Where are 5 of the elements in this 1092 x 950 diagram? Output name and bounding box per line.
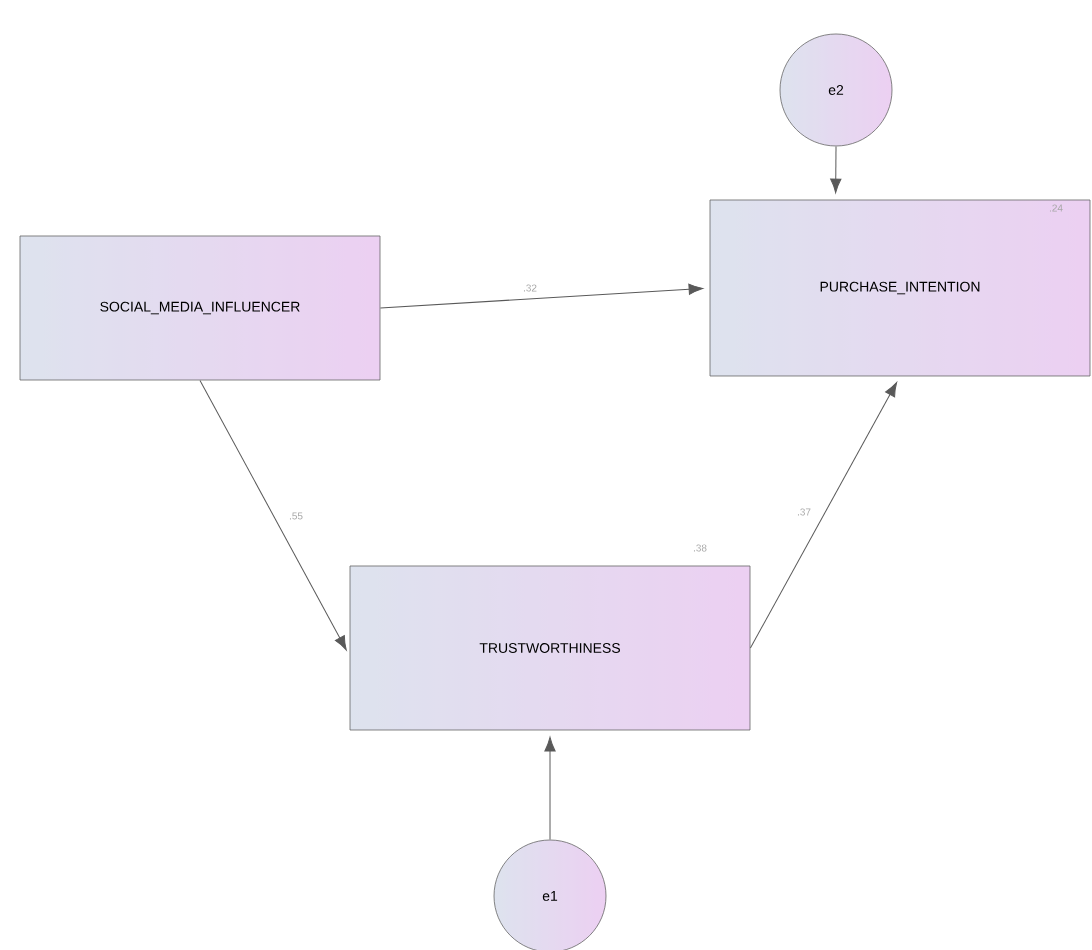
arrow — [199, 379, 347, 651]
arrow — [830, 145, 842, 194]
arrow — [379, 283, 704, 309]
arrow — [544, 736, 556, 841]
arrow — [749, 382, 898, 649]
